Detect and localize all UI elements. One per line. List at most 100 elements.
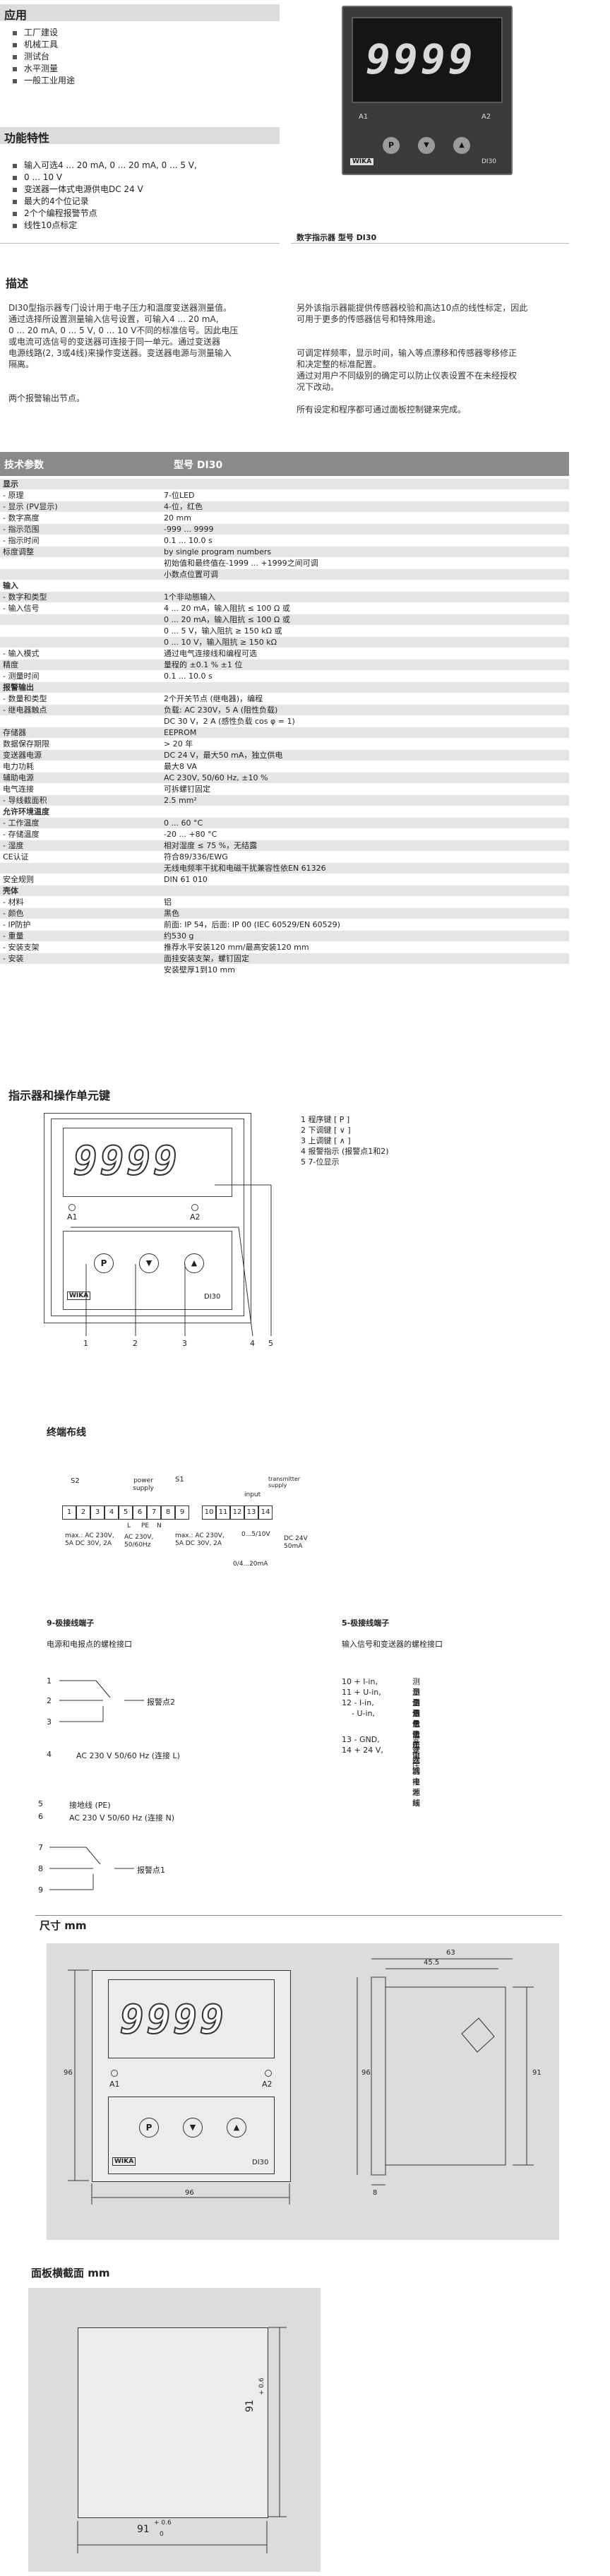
dim-led-a2 [265,2070,272,2077]
spec-value [164,886,566,896]
callout-number: 4 [250,1339,255,1348]
photo-model: DI30 [482,158,497,165]
terminal-cell: 4 [104,1505,119,1520]
spec-value: 0 ... 60 °C [164,818,203,828]
spec-value: -999 ... 9999 [164,525,214,534]
spec-key: - 数字和类型 [3,592,47,602]
spec-value: 可拆螺钉固定 [164,785,210,794]
terminal-cell: 12 [230,1505,244,1520]
dim-display-window: 9999 [108,1979,275,2058]
application-list: 工厂建设 机械工具 测试台 水平测量 一般工业用途 [10,27,288,87]
table-row: - 安装面挂安装支架，螺钉固定 [0,953,569,965]
s2-label: S2 [71,1477,80,1485]
photo-label-a1: A1 [359,113,369,121]
list-item: 水平测量 [13,63,288,75]
l-label: L [127,1522,131,1530]
spec-value [164,806,566,817]
table-row: - 指示范围-999 ... 9999 [0,524,569,535]
table-row: 允许环境温度 [0,806,569,818]
spec-key: 存储器 [3,728,26,737]
table-row: 输入 [0,580,569,592]
table-row: 0 ... 5 V，输入阻抗 ≥ 150 kΩ 或 [0,626,569,637]
table-row: CE认证符合89/336/EWG [0,852,569,863]
controls-inner-panel: 9999 A1 A2 P ▼ ▲ WIKA DI30 [51,1119,244,1316]
legend-item: 4 报警指示 (报警点1和2) [301,1147,389,1156]
dim-label-a1: A1 [109,2080,120,2089]
table-row: 无线电频率干扰和电磁干扰兼容性依EN 61326 [0,863,569,874]
callout-number: 5 [268,1339,273,1348]
table-row: 安装壁厚1到10 mm [0,965,569,976]
spec-key: - 输入模式 [3,649,40,658]
spec-header-left: 技术参数 [4,460,44,471]
table-row: - 存储温度-20 ... +80 °C [0,829,569,840]
brand-logo: WIKA [67,1292,91,1300]
list-item: 测试台 [13,51,288,63]
spec-value: AC 230V, 50/60 Hz, ±10 % [164,773,268,782]
spec-value: 推荐水平安装120 mm/最高安装120 mm [164,943,309,952]
spec-value: 0.1 ... 10.0 s [164,672,213,681]
cutout-height-tol: + 0.6 [258,2378,265,2395]
spec-value: 1个非动態输入 [164,592,215,602]
spec-key: - 工作温度 [3,818,40,828]
table-row: - 工作温度 0 ... 60 °C [0,818,569,829]
table-row: - IP防护前面: IP 54，后面: IP 00 (IEC 60529/EN … [0,919,569,931]
max-left: max.: AC 230V, 5A DC 30V, 2A [65,1532,114,1547]
table-row: - 湿度相对湿度 ≤ 75 %，无结露 [0,840,569,852]
terminal-cell: 9 [175,1505,189,1520]
spec-key: - 测量时间 [3,672,40,681]
list-item: 输入可选4 ... 20 mA, 0 ... 20 mA, 0 ... 5 V, [13,160,288,172]
transmitter-supply-label: transmitter supply [268,1476,301,1489]
terminal-cell: 14 [258,1505,273,1520]
spec-value [164,580,566,591]
block9-subtitle: 电源和电报点的螺栓接口 [47,1640,132,1649]
dim-button-down: ▼ [183,2118,203,2137]
spec-value: by single program numbers [164,547,272,556]
input-range: 0/4...20mA [233,1561,268,1568]
spec-key: - 输入信号 [3,604,40,613]
list-item: 2个个编程报警节点 [13,208,288,220]
table-row: 数据保存期限> 20 年 [0,739,569,750]
spec-value: 2.5 mm² [164,796,197,805]
terminal-cell: 10 [202,1505,216,1520]
block5-title: 5-极接线端子 [342,1618,390,1628]
spec-value: DC 30 V，2 A (感性负载 cos φ = 1) [164,717,295,726]
dim-depth-body: 45.5 [424,1959,440,1967]
terminal-9: 9 [38,1885,43,1895]
controls-lower-frame [63,1231,232,1310]
legend-item: 3 上调键 [ ∧ ] [301,1136,351,1145]
callout-number: 2 [133,1339,138,1348]
spec-value: 0 ... 5 V，输入阻抗 ≥ 150 kΩ 或 [164,626,282,636]
spec-value: 铝 [164,898,172,907]
cutout-width-value: 91 [137,2524,150,2535]
spec-table-header: 技术参数 型号 DI30 [0,452,569,476]
table-row: 报警输出 [0,682,569,693]
table-row: 电力功耗最大8 VA [0,761,569,773]
cutout-square [78,2327,268,2518]
dim-button-p: P [139,2118,159,2137]
dim-model: DI30 [252,2159,269,2166]
list-item: 机械工具 [13,39,288,51]
table-row: 精度量程的 ±0.1 % ±1 位 [0,660,569,671]
controls-label-a2: A2 [190,1212,201,1222]
spec-key: - 安装支架 [3,943,40,952]
list-item: 变送器一体式电源供电DC 24 V [13,184,288,196]
spec-key: - 导线截面积 [3,796,47,805]
spec-value: 无线电频率干扰和电磁干扰兼容性依EN 61326 [164,864,326,873]
table-row: - 导线截面积 2.5 mm² [0,795,569,806]
application-title-bar [0,4,280,21]
spec-value: DC 24 V，最大50 mA，独立供电 [164,751,283,760]
terminal-8: 8 [38,1864,43,1873]
pe-label: PE [141,1522,150,1530]
terminal-cell: 2 [76,1505,90,1520]
spec-value: 通过电气连接线和编程可选 [164,649,257,658]
table-row: 0 ... 20 mA，输入阻抗 ≤ 100 Ω 或 [0,614,569,626]
legend-item: 2 下调键 [ ∨ ] [301,1126,351,1135]
terminal-cell: 1 [62,1505,76,1520]
max-right: max.: AC 230V, 5A DC 30V, 2A [175,1532,225,1547]
photo-btn-p: P [383,137,400,154]
controls-model: DI30 [204,1293,221,1301]
terminal-6: 6 [38,1812,43,1821]
